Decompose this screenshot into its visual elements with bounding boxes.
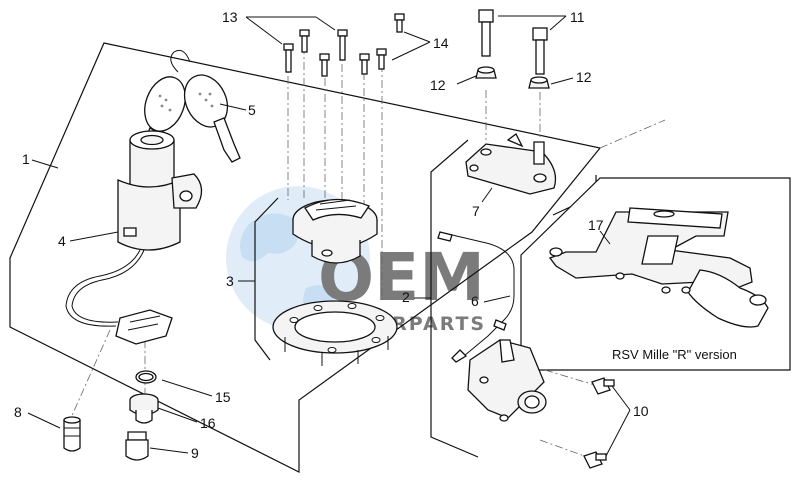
callout-14: 14 xyxy=(433,35,449,51)
lock-part-2 xyxy=(467,339,547,422)
callout-16: 16 xyxy=(200,415,216,431)
callout-8: 8 xyxy=(14,404,22,420)
callout-13: 13 xyxy=(222,9,238,25)
screws-part-10 xyxy=(583,377,615,469)
ignition-switch-part xyxy=(65,130,203,345)
callout-17: 17 xyxy=(588,217,604,233)
callout-numbers: 1 2 3 4 5 6 7 8 9 10 11 12 12 13 14 15 1… xyxy=(14,9,649,461)
fuel-cap-part xyxy=(272,198,398,366)
callout-2: 2 xyxy=(402,289,410,305)
watermark-globe-land xyxy=(240,213,336,314)
callout-5: 5 xyxy=(248,102,256,118)
callout-6: 6 xyxy=(471,293,479,309)
screws-13-14 xyxy=(283,13,405,77)
callout-4: 4 xyxy=(58,233,66,249)
callout-10: 10 xyxy=(633,403,649,419)
small-parts-8-9-15-16 xyxy=(63,370,159,461)
callout-12-right: 12 xyxy=(576,69,592,85)
callout-3: 3 xyxy=(226,273,234,289)
callout-1: 1 xyxy=(22,151,30,167)
callout-15: 15 xyxy=(215,389,231,405)
lock-group-bracket xyxy=(430,139,479,458)
cable-part-6 xyxy=(437,231,515,363)
callout-7: 7 xyxy=(472,203,480,219)
bracket-part-17 xyxy=(548,207,769,328)
callout-9: 9 xyxy=(191,445,199,461)
callout-12-left: 12 xyxy=(430,77,446,93)
leader-lines xyxy=(27,15,631,457)
bolts-11-washers-12 xyxy=(475,9,550,89)
inset-caption: RSV Mille "R" version xyxy=(612,347,737,362)
callout-11: 11 xyxy=(570,9,585,25)
ignition-group-outline xyxy=(9,42,602,473)
bracket-part-7 xyxy=(465,133,557,195)
